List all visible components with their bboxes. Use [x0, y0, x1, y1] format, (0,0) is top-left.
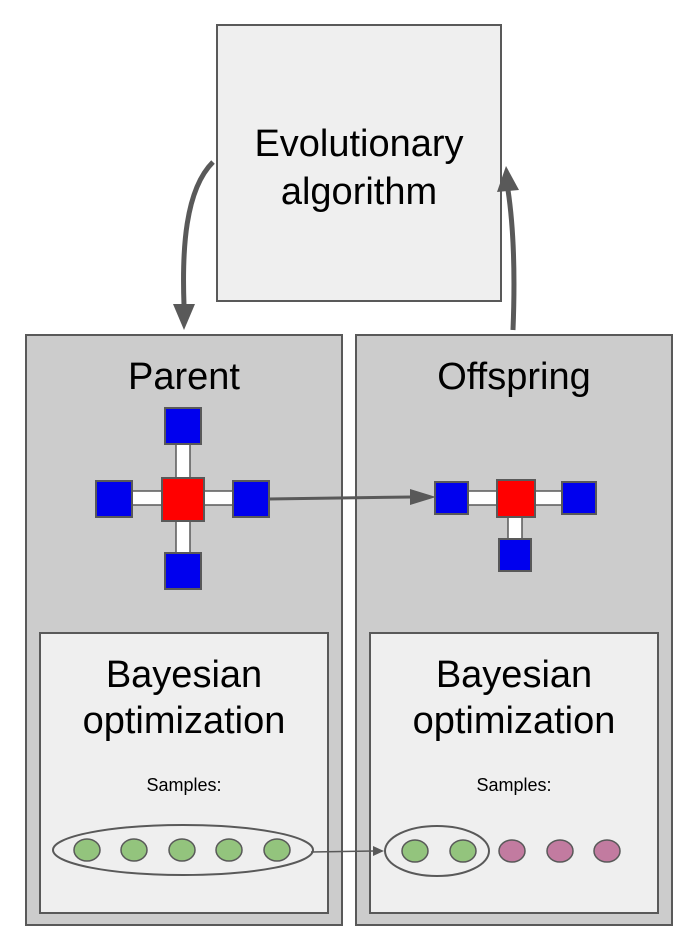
evolutionary-algorithm-box: Evolutionary algorithm — [216, 24, 502, 302]
offspring-samples-label: Samples: — [476, 775, 552, 795]
offspring-title: Offspring — [437, 356, 591, 398]
offspring-panel: Offspring Bayesian optimization Samples: — [355, 334, 673, 926]
parent-panel: Parent Bayesian optimization Samples: — [25, 334, 343, 926]
parent-title: Parent — [128, 356, 240, 398]
parent-bayesian-optimization-box: Bayesian optimization Samples: — [39, 632, 329, 914]
parent-bayesian-line1: Bayesian — [105, 654, 263, 696]
offspring-bayesian-line1: Bayesian — [435, 654, 593, 696]
parent-samples-label: Samples: — [146, 775, 222, 795]
offspring-bayesian-optimization-box: Bayesian optimization Samples: — [369, 632, 659, 914]
offspring-bayesian-line2: optimization — [412, 700, 616, 742]
evolutionary-algorithm-title-line2: algorithm — [280, 171, 438, 213]
evolutionary-algorithm-title-line1: Evolutionary — [254, 123, 464, 165]
parent-bayesian-line2: optimization — [82, 700, 286, 742]
arrow-offspring-to-ea — [505, 189, 517, 331]
arrowhead-ea-to-parent — [173, 304, 195, 330]
arrow-ea-to-parent — [181, 160, 215, 306]
